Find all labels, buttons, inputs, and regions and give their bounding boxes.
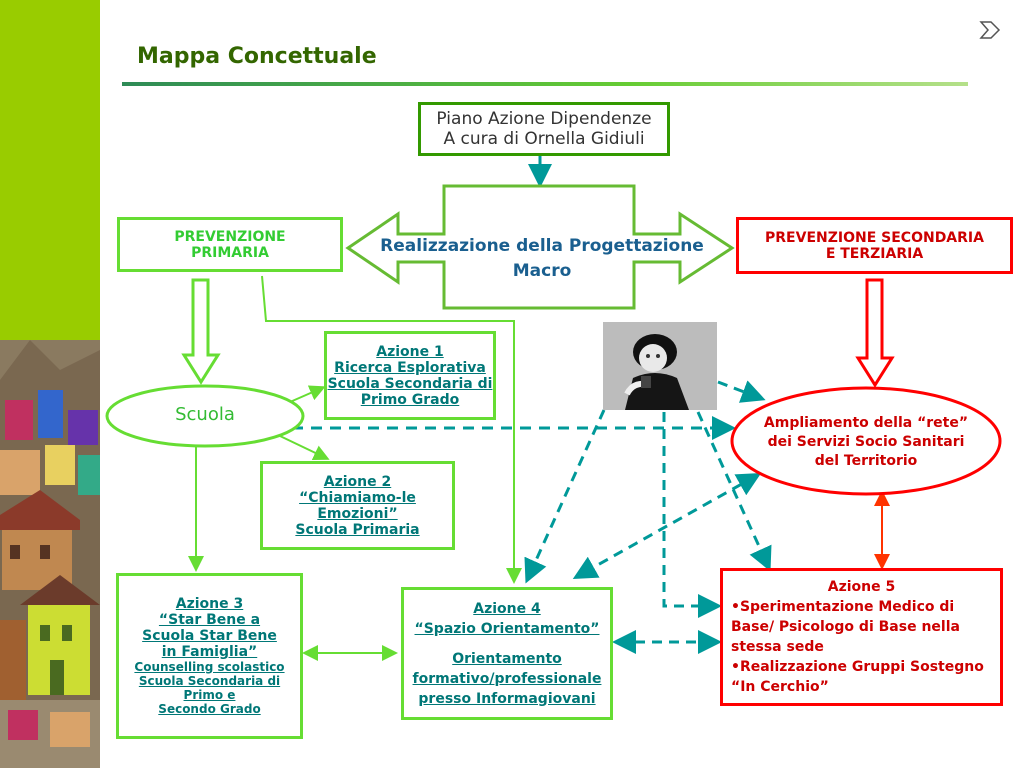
azione1-line1[interactable]: Azione 1 (376, 343, 444, 360)
node-progettazione-macro: Realizzazione della Progettazione Macro (372, 234, 712, 284)
azione3-line2[interactable]: “Star Bene a (158, 612, 261, 628)
azione3-line3[interactable]: Scuola Star Bene (142, 628, 277, 644)
sidebar-decoration (0, 0, 100, 768)
azione4-line3[interactable]: Orientamento (452, 650, 562, 667)
town-illustration (0, 340, 100, 768)
azione4-line1[interactable]: Azione 4 (473, 600, 541, 617)
node-azione-1[interactable]: Azione 1 Ricerca Esplorativa Scuola Seco… (324, 331, 496, 420)
azione3-line4[interactable]: in Famiglia” (161, 644, 258, 660)
page-title: Mappa Concettuale (137, 44, 377, 69)
macro-line1: Realizzazione della Progettazione (380, 236, 704, 256)
node-azione-2[interactable]: Azione 2 “Chiamiamo-le Emozioni” Scuola … (260, 461, 455, 550)
primaria-line1: PREVENZIONE (174, 228, 286, 245)
azione2-line3[interactable]: Emozioni” (317, 505, 398, 522)
macro-line2: Macro (512, 261, 572, 281)
rete-line2: dei Servizi Socio Sanitari (767, 434, 965, 450)
pad-line1: Piano Azione Dipendenze (436, 109, 652, 129)
azione5-line4: stessa sede (731, 639, 824, 655)
azione1-line4[interactable]: Primo Grado (360, 391, 460, 408)
azione4-line2[interactable]: “Spazio Orientamento” (414, 620, 600, 637)
azione1-line2[interactable]: Ricerca Esplorativa (334, 359, 486, 376)
rete-line3: del Territorio (814, 453, 918, 469)
azione3-line7[interactable]: Primo e (183, 688, 236, 702)
azione5-line6: “In Cerchio” (731, 679, 829, 695)
node-piano-azione-dipendenze: Piano Azione Dipendenze A cura di Ornell… (418, 102, 670, 156)
title-underline (122, 82, 968, 86)
rete-line1: Ampliamento della “rete” (763, 415, 969, 431)
macro-double-arrow (345, 184, 735, 310)
node-prevenzione-primaria: PREVENZIONE PRIMARIA (117, 217, 343, 272)
rete-ellipse (730, 386, 1002, 496)
node-azione-4[interactable]: Azione 4 “Spazio Orientamento” Orientame… (401, 587, 613, 720)
dashed-photo-azione5-elbow (662, 412, 722, 618)
azione4-line4[interactable]: formativo/professionale (412, 670, 602, 687)
block-arrow-secondaria (855, 278, 895, 388)
azione2-line2[interactable]: “Chiamiamo-le (299, 489, 416, 506)
block-arrow-primaria (181, 278, 221, 385)
secondaria-line2: E TERZIARIA (825, 245, 924, 262)
node-azione-3[interactable]: Azione 3 “Star Bene a Scuola Star Bene i… (116, 573, 303, 739)
node-azione-5: Azione 5 •Sperimentazione Medico di Base… (720, 568, 1003, 706)
line-primaria-to-azione4 (261, 275, 522, 584)
node-prevenzione-secondaria: PREVENZIONE SECONDARIA E TERZIARIA (736, 217, 1013, 274)
scuola-label: Scuola (175, 404, 235, 425)
azione3-line5[interactable]: Counselling scolastico (134, 660, 285, 674)
photo-person-with-microphone (603, 322, 717, 410)
azione1-line3[interactable]: Scuola Secondaria di (327, 375, 493, 392)
secondaria-line1: PREVENZIONE SECONDARIA (765, 229, 984, 246)
azione3-line8[interactable]: Secondo Grado (158, 702, 261, 716)
dashed-photo-rete (717, 380, 766, 403)
node-scuola: Scuola (140, 404, 270, 425)
scuola-ellipse (105, 384, 305, 448)
azione5-line3: Base/ Psicologo di Base nella (731, 619, 960, 635)
line-scuola-azione2 (279, 435, 330, 461)
azione5-line2: •Sperimentazione Medico di (731, 599, 955, 615)
azione5-line5: •Realizzazione Gruppi Sostegno (731, 659, 984, 675)
azione2-line1[interactable]: Azione 2 (323, 473, 392, 490)
azione5-line1: Azione 5 (827, 579, 896, 595)
pad-line2: A cura di Ornella Gidiuli (443, 129, 645, 149)
azione2-line4[interactable]: Scuola Primaria (295, 521, 420, 538)
dashed-rete-azione4 (572, 473, 762, 579)
azione3-line1[interactable]: Azione 3 (175, 596, 244, 612)
azione4-line5[interactable]: presso Informagiovani (418, 690, 596, 707)
azione3-line6[interactable]: Scuola Secondaria di (138, 674, 281, 688)
next-slide-icon[interactable] (978, 20, 1002, 40)
line-scuola-azione1 (289, 385, 326, 403)
dashed-photo-azione4 (524, 409, 606, 584)
primaria-line2: PRIMARIA (191, 244, 269, 261)
node-ampliamento-rete: Ampliamento della “rete” dei Servizi Soc… (750, 414, 982, 471)
